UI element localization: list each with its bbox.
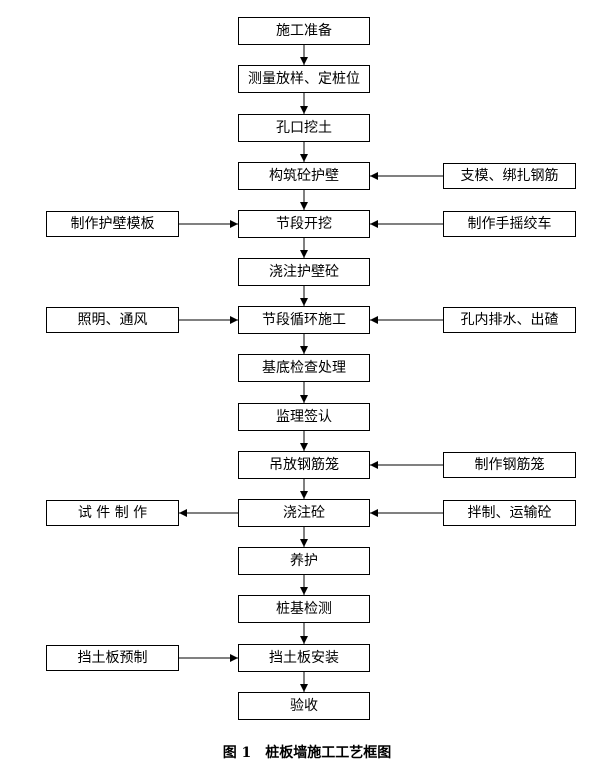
step-box-4: 构筑砼护壁 (238, 162, 370, 190)
step-box-9: 监理签认 (238, 403, 370, 431)
right-input-box-4: 制作钢筋笼 (443, 452, 576, 478)
right-input-box-3: 孔内排水、出碴 (443, 307, 576, 333)
step-box-12: 养护 (238, 547, 370, 575)
right-input-box-1: 支模、绑扎钢筋 (443, 163, 576, 189)
step-box-6: 浇注护壁砼 (238, 258, 370, 286)
step-box-15: 验收 (238, 692, 370, 720)
left-input-box-4: 挡土板预制 (46, 645, 179, 671)
step-box-5: 节段开挖 (238, 210, 370, 238)
step-box-10: 吊放钢筋笼 (238, 451, 370, 479)
step-box-11: 浇注砼 (238, 499, 370, 527)
left-input-box-3: 试 件 制 作 (46, 500, 179, 526)
step-box-7: 节段循环施工 (238, 306, 370, 334)
right-input-box-2: 制作手摇绞车 (443, 211, 576, 237)
step-box-8: 基底检查处理 (238, 354, 370, 382)
figure-caption: 图 1 桩板墙施工工艺框图 (222, 745, 392, 761)
step-box-1: 施工准备 (238, 17, 370, 45)
left-input-box-1: 制作护壁模板 (46, 211, 179, 237)
left-input-box-2: 照明、通风 (46, 307, 179, 333)
right-input-box-5: 拌制、运输砼 (443, 500, 576, 526)
step-box-14: 挡土板安装 (238, 644, 370, 672)
step-box-3: 孔口挖土 (238, 114, 370, 142)
step-box-13: 桩基检测 (238, 595, 370, 623)
step-box-2: 测量放样、定桩位 (238, 65, 370, 93)
